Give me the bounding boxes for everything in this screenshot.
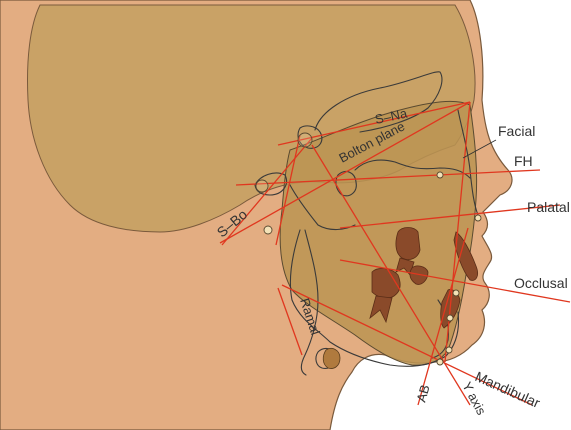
sella-point	[298, 133, 312, 147]
incisor-point	[453, 290, 459, 296]
label-ab: AB	[413, 383, 432, 404]
upper-molar-tooth	[396, 228, 420, 260]
label-facial: Facial	[498, 123, 535, 139]
hyoid-bone	[323, 348, 340, 368]
bolton-point	[264, 226, 272, 234]
b-point	[447, 315, 453, 321]
label-occlusal: Occlusal	[514, 275, 568, 291]
label-fh: FH	[514, 153, 533, 169]
porion-point	[256, 180, 268, 192]
a-point	[475, 215, 481, 221]
label-palatal: Palatal	[527, 199, 570, 215]
pogonion-point	[446, 347, 452, 353]
gnathion-point	[437, 359, 443, 365]
orbitale-point	[437, 172, 443, 178]
